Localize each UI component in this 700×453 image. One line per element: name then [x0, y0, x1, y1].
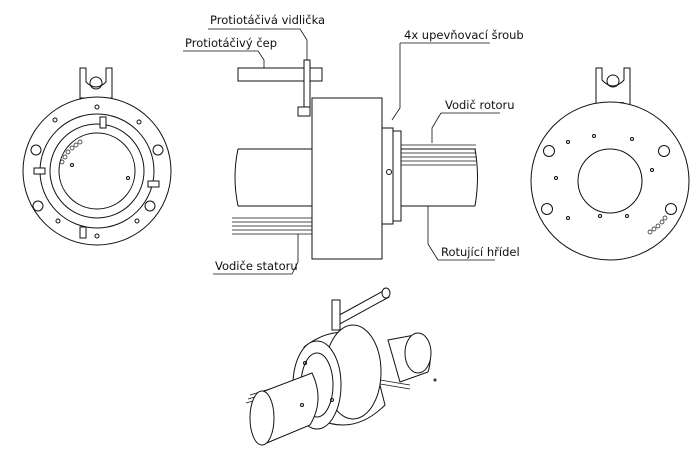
label-rotor-wires: Vodič rotoru [445, 98, 515, 112]
center-side-view [232, 59, 478, 260]
label-screws: 4x upevňovací šroub [404, 28, 524, 42]
left-front-view [22, 67, 172, 246]
leader-lines [183, 28, 500, 275]
label-fork: Protiotáčivá vidlička [210, 13, 325, 27]
label-stator-wires: Vodiče statoru [215, 259, 298, 273]
right-front-view [530, 67, 690, 261]
label-pin: Protiotáčivý čep [185, 36, 277, 50]
label-shaft: Rotující hřídel [441, 245, 520, 259]
isometric-view [245, 287, 437, 446]
